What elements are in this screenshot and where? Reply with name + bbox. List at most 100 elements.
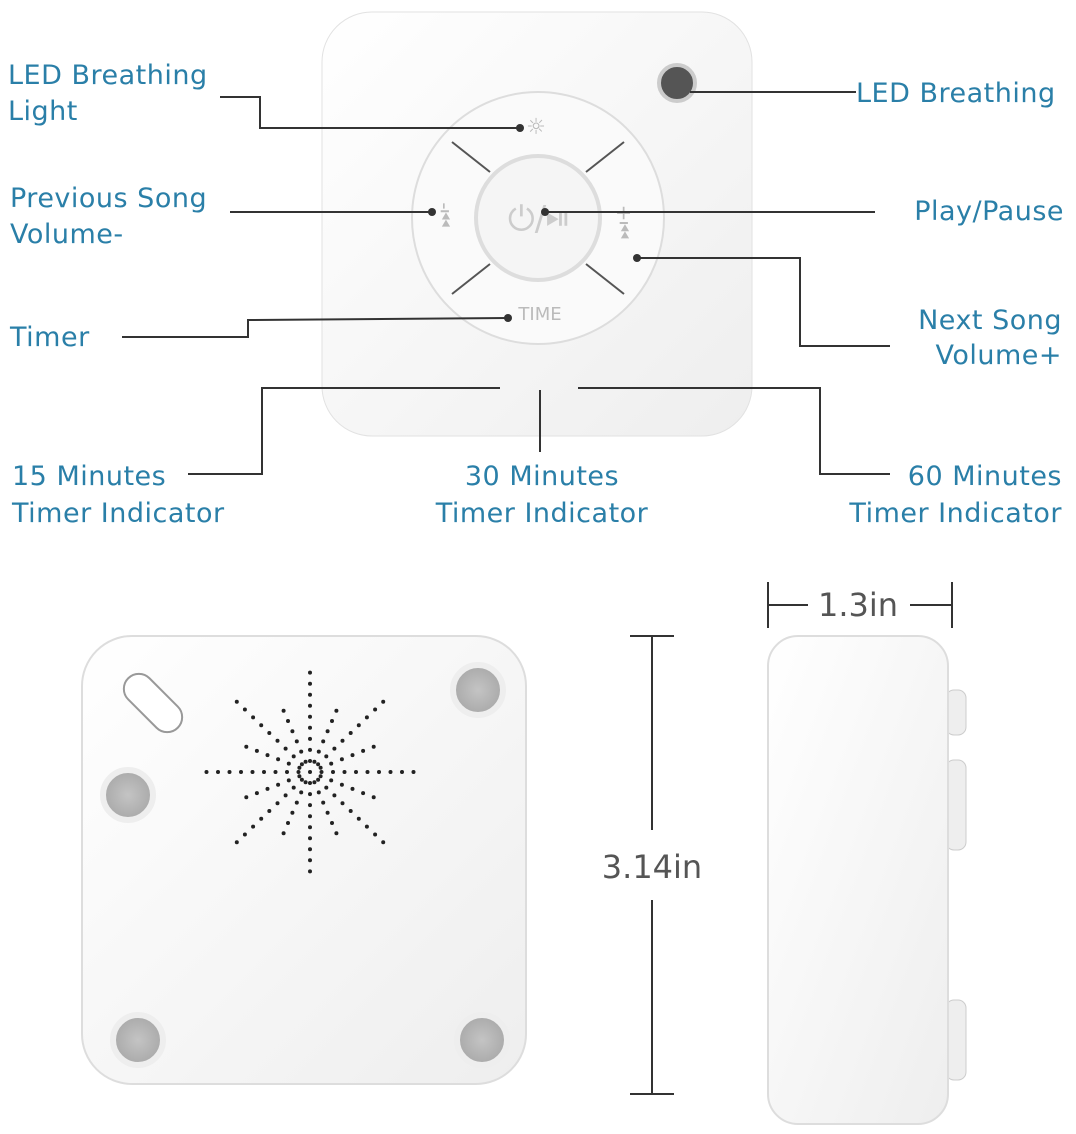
label-next-1: Next Song [918,305,1062,336]
speaker-hole [339,757,344,762]
label-led-right: LED Breathing [856,78,1056,109]
speaker-hole [286,719,290,723]
speaker-hole [340,738,345,743]
label-timer30-1: 30 Minutes [465,461,619,492]
speaker-hole [348,731,353,735]
label-timer30-2: Timer Indicator [435,498,649,529]
speaker-hole [371,795,376,800]
led-light [657,63,697,103]
speaker-hole [290,810,295,815]
speaker-hole [216,770,220,774]
speaker-hole [308,670,312,675]
depth-value: 1.3in [818,586,898,624]
speaker-hole [299,762,304,767]
speaker-hole [356,723,361,728]
speaker-hole [308,703,312,708]
speaker-hole [308,770,312,774]
speaker-hole [251,715,256,720]
speaker-hole [312,780,317,785]
speaker-hole [267,731,272,735]
speaker-hole [273,770,278,774]
speaker-hole [275,738,280,743]
speaker-hole [350,753,355,758]
time-button[interactable]: TIME [517,304,561,325]
speaker-hole [308,747,312,752]
speaker-hole [296,770,301,774]
label-previous-2: Volume- [10,219,124,250]
speaker-hole [308,792,312,797]
speaker-hole [297,774,302,779]
speaker-hole [342,770,347,774]
speaker-hole [334,831,339,836]
label-timer15-1: 15 Minutes [12,461,166,492]
speaker-hole [329,778,334,783]
speaker-hole [312,759,317,764]
label-timer15-2: Timer Indicator [11,498,225,529]
speaker-hole [319,770,324,774]
power-play-icon: ⏻/⏯ [508,199,568,239]
leader-lines [122,91,890,475]
speaker-hole [259,816,264,821]
label-play-pause: Play/Pause [914,196,1064,227]
speaker-hole [286,761,291,766]
speaker-hole [262,770,266,774]
speaker-hole [254,791,259,796]
speaker-hole [291,754,296,759]
label-led-left-2: Light [8,96,78,127]
speaker-hole [276,757,281,762]
speaker-hole [348,809,353,813]
speaker-hole [299,777,304,782]
speaker-hole [276,782,281,787]
speaker-hole [381,840,386,845]
label-led-left-1: LED Breathing [8,60,208,91]
speaker-hole [364,824,369,829]
foot [450,662,506,718]
speaker-hole [234,840,239,845]
device-back [81,635,527,1085]
speaker-hole [254,748,259,753]
speaker-hole [364,715,369,720]
speaker-hole [400,770,404,774]
speaker-hole [316,762,321,767]
depth-dimension: 1.3in [767,582,953,628]
play-pause-button[interactable] [474,154,602,282]
speaker-hole [330,821,334,825]
speaker-hole [286,821,290,825]
speaker-hole [294,739,299,744]
speaker-hole [250,770,255,774]
speaker-hole [308,814,312,819]
speaker-hole [308,858,312,863]
speaker-hole [265,786,270,791]
speaker-hole [411,770,416,774]
speaker-hole [373,707,378,712]
speaker-hole [303,780,308,785]
speaker-grille [204,670,416,874]
speaker-hole [316,790,321,795]
speaker-hole [332,746,337,751]
speaker-hole [318,765,323,770]
speaker-hole [373,832,378,837]
foot [454,1012,510,1068]
speaker-hole [381,699,386,704]
speaker-hole [316,749,321,754]
speaker-hole [308,869,312,874]
speaker-hole [244,744,249,749]
speaker-hole [388,770,393,774]
prev-volume-minus-icon: -⏮ [433,202,457,227]
speaker-hole [267,809,272,813]
speaker-hole [281,831,286,836]
speaker-hole [324,785,329,790]
speaker-hole [332,793,337,798]
speaker-hole [283,793,288,798]
label-timer60-1: 60 Minutes [908,461,1062,492]
speaker-hole [321,739,326,744]
speaker-hole [308,825,312,830]
speaker-hole [281,708,286,713]
speaker-hole [365,770,370,774]
speaker-hole [356,816,361,821]
foot [110,1012,166,1068]
height-value: 3.14in [602,848,702,886]
speaker-hole [330,719,334,723]
speaker-hole [308,803,312,808]
